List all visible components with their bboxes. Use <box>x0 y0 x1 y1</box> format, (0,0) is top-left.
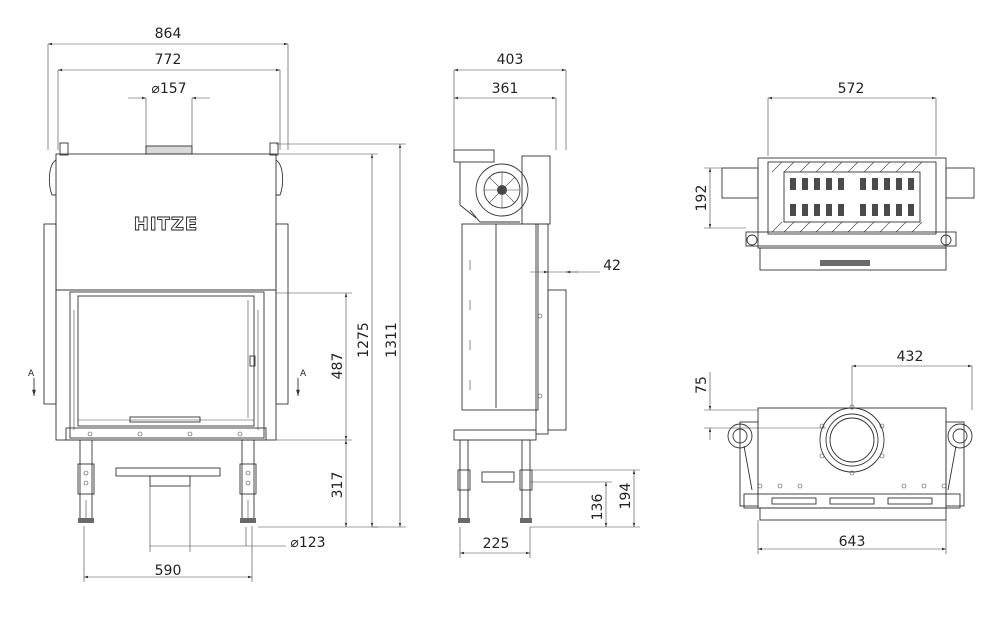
dim-diameter-157: ⌀157 <box>151 81 186 97</box>
dim-225: 225 <box>483 536 510 552</box>
dim-864: 864 <box>155 26 182 42</box>
section-marker-right: A <box>300 369 307 379</box>
dim-572: 572 <box>838 81 865 97</box>
dim-643: 643 <box>839 534 866 550</box>
dim-136: 136 <box>590 494 606 521</box>
dim-772: 772 <box>155 52 182 68</box>
dim-192: 192 <box>694 185 710 212</box>
dim-432: 432 <box>897 349 924 365</box>
dim-317: 317 <box>330 472 346 499</box>
dim-1275: 1275 <box>356 322 372 358</box>
dim-361: 361 <box>492 81 519 97</box>
dim-403: 403 <box>497 52 524 68</box>
dim-75: 75 <box>694 376 710 394</box>
brand-logo: HITZE <box>134 214 198 235</box>
dim-194: 194 <box>618 483 634 510</box>
section-marker-left: A <box>28 369 35 379</box>
bottom-view: 432 75 <box>694 349 973 554</box>
dim-42: 42 <box>603 258 621 274</box>
front-view: 864 772 ⌀157 HITZE <box>28 26 406 582</box>
dim-1311: 1311 <box>384 322 400 358</box>
top-view: 572 <box>694 81 975 271</box>
dim-487: 487 <box>330 353 346 380</box>
chamber-hatch <box>771 161 923 233</box>
dim-590: 590 <box>155 563 182 579</box>
side-view: 403 361 42 <box>453 52 640 558</box>
dim-diameter-123: ⌀123 <box>290 535 325 551</box>
